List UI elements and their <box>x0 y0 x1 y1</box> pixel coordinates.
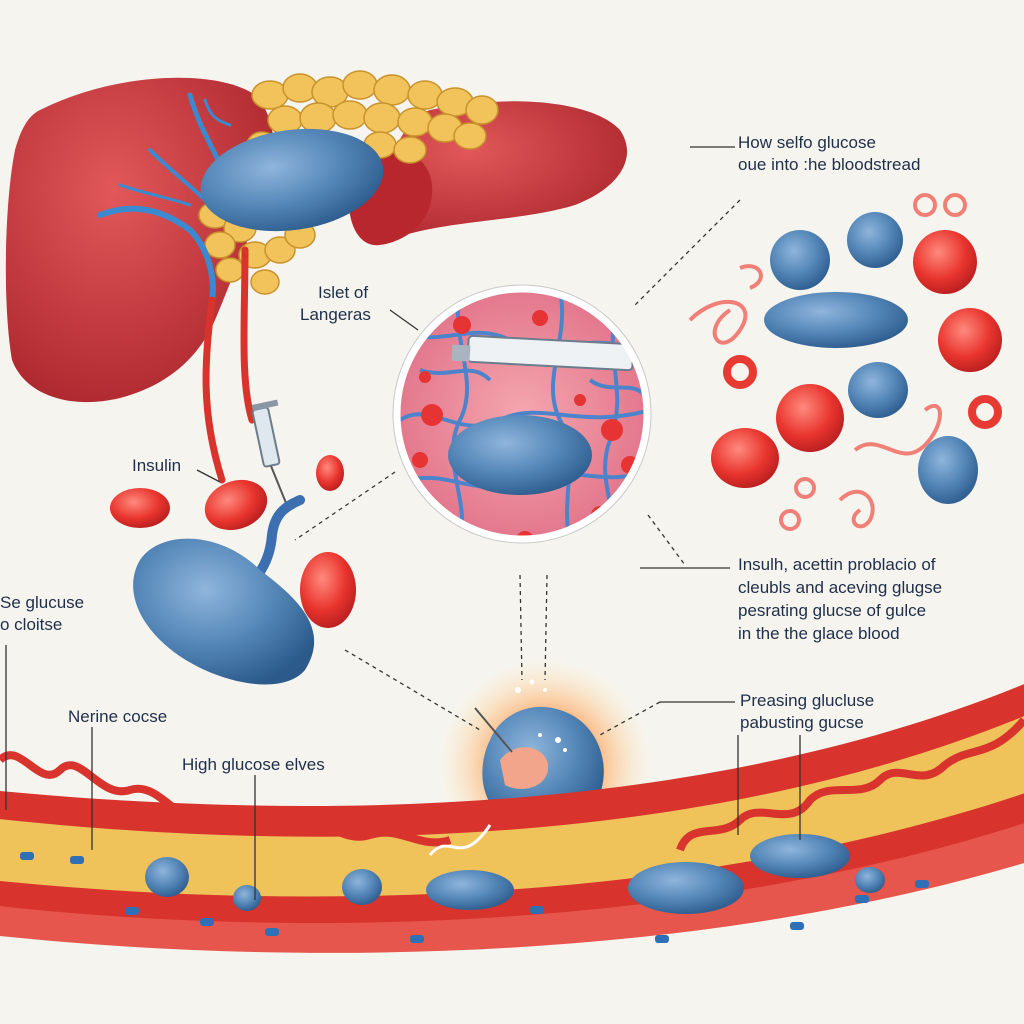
label-bottom-right: Preasing glucluse pabusting gucse <box>740 690 874 734</box>
label-high-glucose: High glucose elves <box>182 755 325 774</box>
label-middle-right-line4: in the the glace blood <box>738 624 900 643</box>
blue-cell-liver <box>200 128 384 232</box>
label-nerve: Nerine cocse <box>68 707 168 726</box>
label-islet-line1: Islet of <box>318 283 369 302</box>
syringe-icon <box>251 399 287 504</box>
label-islet: Islet of Langeras <box>300 282 371 326</box>
liver-vessels <box>97 92 256 484</box>
label-left-edge-line2: o cloitse <box>0 615 63 634</box>
label-bottom-right-line2: pabusting gucse <box>740 713 864 732</box>
label-left-edge-line1: Se glucuse <box>0 593 85 612</box>
label-top-right-line1: How selfo glucose <box>738 133 876 152</box>
liver <box>5 77 628 403</box>
label-bottom-right-line1: Preasing glucluse <box>740 691 875 710</box>
blood-vessel <box>0 684 1024 1024</box>
label-middle-right: Insulh, acettin problacio of cleubls and… <box>738 553 942 645</box>
label-left-edge: Se glucuse o cloitse <box>0 592 84 636</box>
right-cell-cluster <box>688 193 1002 531</box>
label-middle-right-line3: pesrating glucse of gulce <box>738 601 927 620</box>
label-islet-line2: Langeras <box>300 305 371 324</box>
label-middle-right-line1: Insulh, acettin problacio of <box>738 555 936 574</box>
islet-magnified-view <box>392 284 652 544</box>
leader-lines <box>5 146 801 900</box>
label-insulin: Insulin <box>132 456 182 475</box>
label-top-right-line2: oue into :he bloodstread <box>738 155 921 174</box>
left-cells <box>110 455 356 685</box>
label-middle-right-line2: cleubls and aceving glugse <box>738 578 943 597</box>
label-top-right: How selfo glucose oue into :he bloodstre… <box>738 132 920 176</box>
